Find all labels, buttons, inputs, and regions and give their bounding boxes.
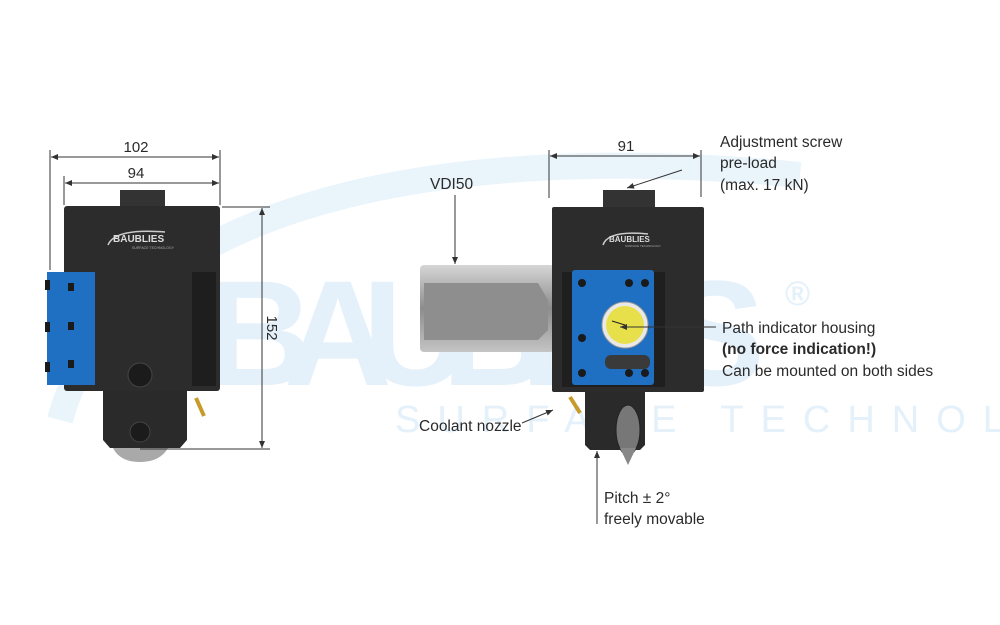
- dim-side-width: 91: [618, 138, 635, 155]
- front-view-tool: BAUBLIES SURFACE TECHNOLOGY: [45, 190, 220, 462]
- side-view-tool: BAUBLIES SURFACE TECHNOLOGY: [420, 190, 704, 465]
- shank-thread: [424, 283, 548, 340]
- label-coolant-nozzle: Coolant nozzle: [419, 418, 522, 435]
- annotations: VDI50 Adjustment screw pre-load (max. 17…: [419, 134, 933, 528]
- label-preload: pre-load: [720, 155, 777, 172]
- label-max-force: (max. 17 kN): [720, 177, 809, 194]
- roller-holder: [103, 391, 187, 448]
- dim-overall-width: 102: [123, 139, 148, 156]
- roller-wheel: [113, 448, 168, 462]
- side-slot: [192, 272, 216, 386]
- label-mount-both-sides: Can be mounted on both sides: [722, 363, 933, 380]
- label-vdi50: VDI50: [430, 176, 473, 193]
- side-dimensions: 91: [548, 138, 702, 198]
- adjustment-screw: [603, 190, 655, 209]
- label-pitch: Pitch ± 2°: [604, 490, 670, 507]
- coolant-nozzle: [194, 397, 206, 417]
- coolant-nozzle: [568, 395, 582, 415]
- dim-height: 152: [263, 315, 280, 340]
- svg-text:BAUBLIES: BAUBLIES: [113, 234, 164, 245]
- roller-tip: [620, 448, 636, 465]
- logo: BAUBLIES SURFACE TECHNOLOGY: [602, 232, 661, 248]
- svg-text:SURFACE TECHNOLOGY: SURFACE TECHNOLOGY: [132, 246, 175, 250]
- screw: [129, 421, 151, 443]
- svg-text:BAUBLIES: BAUBLIES: [609, 235, 651, 244]
- logo: BAUBLIES SURFACE TECHNOLOGY: [107, 230, 175, 250]
- watermark-tagline: SURFACE TECHNOLOGY: [395, 399, 1000, 441]
- label-path-indicator: Path indicator housing: [722, 320, 875, 337]
- label-no-force: (no force indication!): [722, 341, 876, 358]
- clamp: [605, 355, 650, 369]
- screw: [127, 362, 153, 388]
- svg-text:SURFACE TECHNOLOGY: SURFACE TECHNOLOGY: [625, 244, 661, 248]
- front-dimensions: 102 94 152: [49, 139, 280, 450]
- watermark-registered: ®: [785, 275, 810, 313]
- roller-wheel: [615, 404, 641, 456]
- label-freely-movable: freely movable: [604, 511, 705, 528]
- top-nub: [120, 190, 165, 208]
- label-adjustment-screw: Adjustment screw: [720, 134, 843, 151]
- dim-body-width: 94: [128, 165, 145, 182]
- tool-body: [64, 206, 220, 391]
